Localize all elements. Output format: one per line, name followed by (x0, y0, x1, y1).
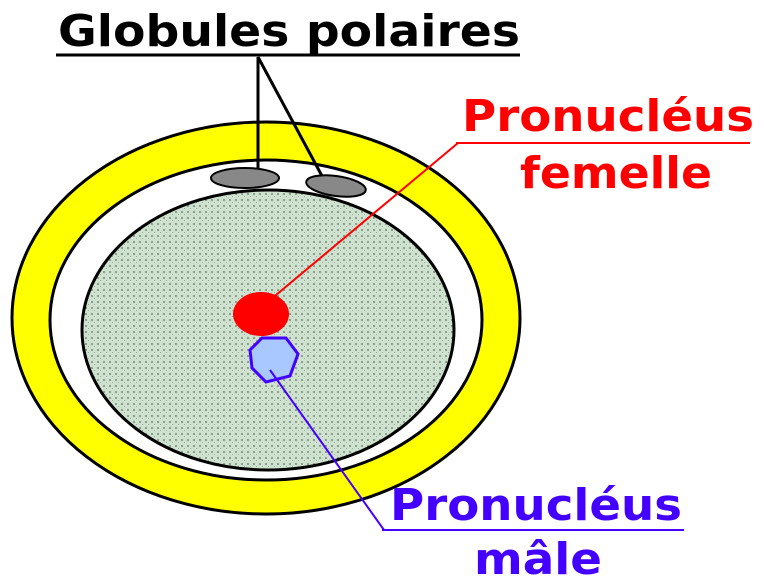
male-pronucleus-label-line1: Pronucléus (390, 480, 682, 531)
polar-body-2 (305, 174, 367, 198)
male-pronucleus (248, 336, 300, 384)
polar-leader-line-2 (256, 56, 324, 177)
polar-body-1 (210, 167, 280, 189)
male-leader-line (269, 369, 385, 531)
female-pronucleus-label-line1: Pronucléus (462, 91, 754, 142)
male-pronucleus-label-line2: mâle (474, 534, 602, 578)
female-leader-line (269, 142, 459, 301)
female-pronucleus (233, 292, 289, 336)
polar-bodies-label: Globules polaires (58, 6, 520, 57)
female-pronucleus-label-line2: femelle (520, 148, 712, 199)
